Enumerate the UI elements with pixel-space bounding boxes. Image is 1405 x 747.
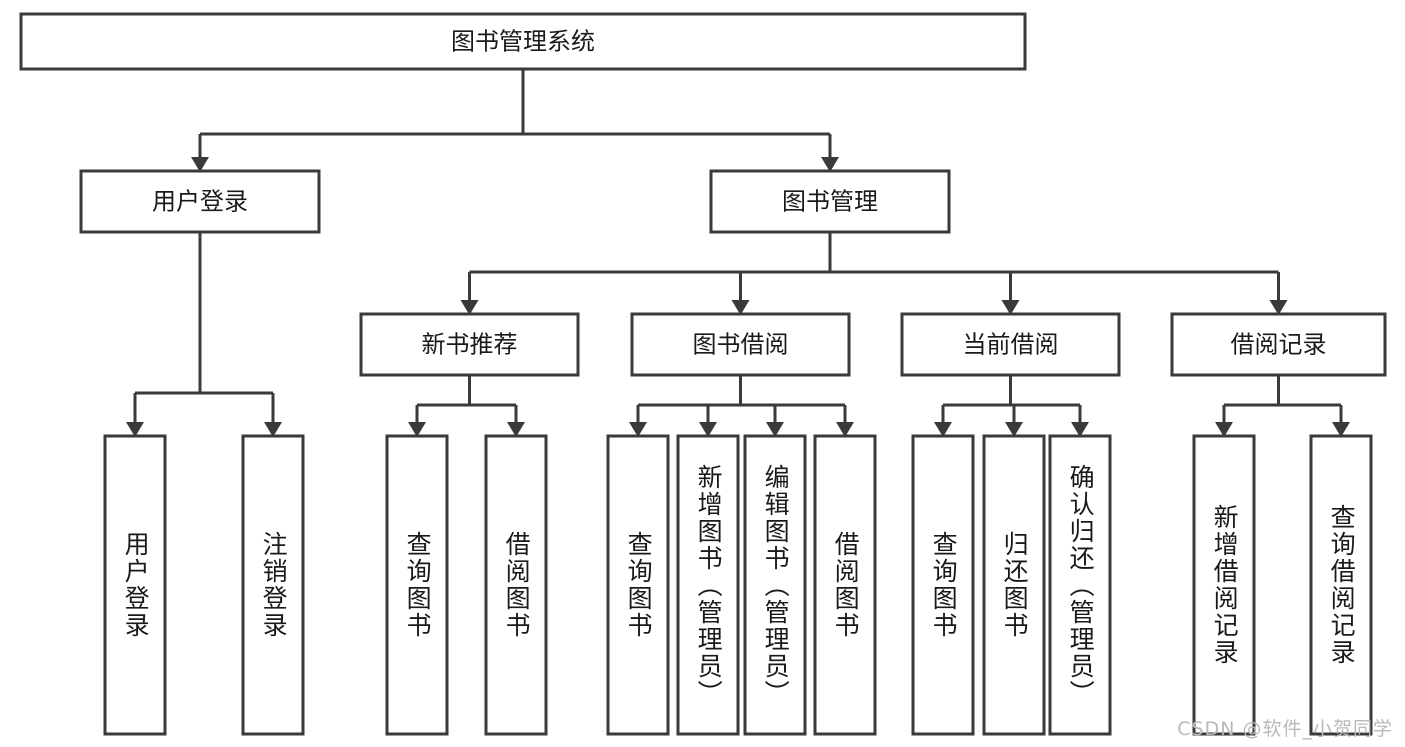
arrow-head-icon [460,300,479,315]
node-box[interactable] [1192,434,1256,736]
arrow-head-icon [1215,422,1233,437]
node-box[interactable] [359,312,580,377]
arrow-head-icon [1332,422,1350,437]
node-box[interactable] [982,434,1046,736]
node-label: 图书借阅 [693,331,789,359]
arrow-head-icon [821,157,839,172]
node-user-login[interactable]: 用户登录 [79,169,321,234]
node-box[interactable] [103,434,167,736]
arrow-head-icon [629,422,647,437]
arrow-head-icon [699,422,717,437]
arrow-head-icon [766,422,784,437]
arrow-head-icon [1001,300,1020,315]
node-box[interactable] [676,434,740,736]
arrow-head-icon [934,422,952,437]
arrow-head-icon [1071,422,1089,437]
arrow-head-icon [1269,300,1288,315]
connector-group-book-manage [460,232,1288,315]
node-leaf-add-record[interactable] [1192,434,1256,736]
node-label: 用户登录 [152,188,248,216]
node-leaf-query-book-borrow[interactable] [606,434,670,736]
arrow-head-icon [264,422,282,437]
node-box[interactable] [743,434,807,736]
node-box[interactable] [19,12,1027,71]
arrow-head-icon [731,300,750,315]
node-leaf-borrow-book-rec[interactable] [484,434,548,736]
node-book-manage[interactable]: 图书管理 [709,169,951,234]
node-box[interactable] [1309,434,1373,736]
node-current-borrow[interactable]: 当前借阅 [900,312,1121,377]
node-leaf-edit-book[interactable] [743,434,807,736]
node-box[interactable] [900,312,1121,377]
connector-group-book-borrow [629,375,854,437]
connector-group-borrow-record [1215,375,1350,437]
node-label: 借阅记录 [1231,331,1327,359]
node-borrow-record[interactable]: 借阅记录 [1170,312,1387,377]
node-box[interactable] [79,169,321,234]
connector-layer [126,69,1350,437]
node-box[interactable] [813,434,877,736]
node-leaf-add-book[interactable] [676,434,740,736]
node-box[interactable] [484,434,548,736]
node-leaf-query-book-cur[interactable] [911,434,975,736]
node-book-borrow[interactable]: 图书借阅 [630,312,851,377]
node-box[interactable] [385,434,449,736]
node-box[interactable] [241,434,305,736]
node-leaf-confirm-return[interactable] [1048,434,1112,736]
node-label: 图书管理系统 [451,28,595,56]
arrow-head-icon [507,422,525,437]
connector-group-current-borrow [934,375,1089,437]
node-new-book-rec[interactable]: 新书推荐 [359,312,580,377]
node-box[interactable] [1170,312,1387,377]
node-leaf-query-book-rec[interactable] [385,434,449,736]
arrow-head-icon [126,422,144,437]
connector-group-new-book-rec [408,375,525,437]
connector-group-root [191,69,839,172]
node-box[interactable] [911,434,975,736]
arrow-head-icon [408,422,426,437]
node-leaf-user-logout[interactable] [241,434,305,736]
node-box[interactable] [709,169,951,234]
node-leaf-query-record[interactable] [1309,434,1373,736]
node-label: 图书管理 [782,188,878,216]
node-leaf-borrow-book[interactable] [813,434,877,736]
node-leaf-user-login[interactable] [103,434,167,736]
node-label: 当前借阅 [963,331,1059,359]
node-box[interactable] [1048,434,1112,736]
arrow-head-icon [191,157,209,172]
node-label: 新书推荐 [422,331,518,359]
node-root[interactable]: 图书管理系统 [19,12,1027,71]
connector-group-user-login [126,232,282,437]
node-leaf-return-book[interactable] [982,434,1046,736]
node-box[interactable] [630,312,851,377]
arrow-head-icon [1005,422,1023,437]
watermark: CSDN @软件_小贺同学 [1177,718,1393,740]
node-box[interactable] [606,434,670,736]
arrow-head-icon [836,422,854,437]
